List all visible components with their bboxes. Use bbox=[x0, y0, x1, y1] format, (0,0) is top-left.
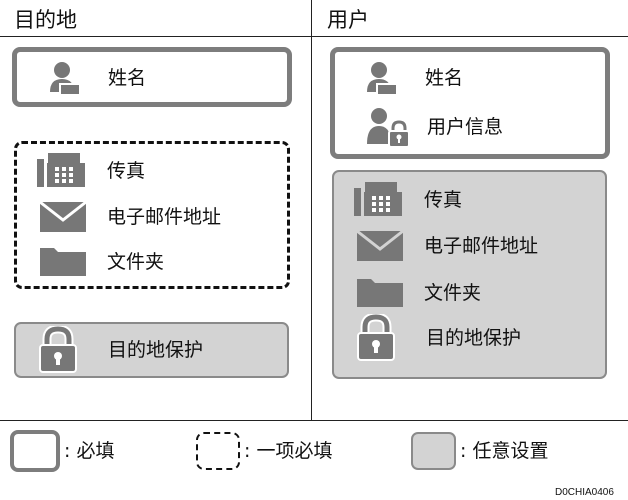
user-lock-icon bbox=[365, 106, 411, 148]
user-name-row: 姓名 bbox=[365, 60, 463, 96]
user-email-row: 电子邮件地址 bbox=[357, 229, 538, 263]
user-fax-label: 传真 bbox=[424, 189, 463, 211]
user-icon bbox=[48, 60, 82, 96]
header-rule bbox=[0, 36, 628, 37]
destination-name-label: 姓名 bbox=[108, 67, 147, 89]
padlock-icon bbox=[356, 314, 396, 362]
destination-fax-label: 传真 bbox=[107, 160, 146, 182]
folder-icon bbox=[357, 277, 405, 309]
legend-required-label: : 必填 bbox=[64, 440, 115, 462]
envelope-icon bbox=[357, 229, 405, 263]
user-icon bbox=[365, 60, 399, 96]
legend-rule bbox=[0, 420, 628, 421]
destination-email-row: 电子邮件地址 bbox=[40, 200, 221, 234]
user-folder-row: 文件夹 bbox=[357, 277, 481, 309]
user-info-row: 用户信息 bbox=[365, 106, 503, 148]
user-protection-row: 目的地保护 bbox=[356, 314, 521, 362]
destination-protection-label: 目的地保护 bbox=[108, 339, 204, 361]
user-protection-label: 目的地保护 bbox=[426, 327, 522, 349]
legend-required-swatch bbox=[10, 430, 60, 472]
legend-optional-swatch bbox=[411, 432, 456, 470]
destination-name-row: 姓名 bbox=[48, 60, 146, 96]
fax-icon bbox=[354, 182, 408, 218]
legend-one-required-swatch bbox=[196, 432, 240, 470]
user-fax-row: 传真 bbox=[354, 182, 462, 218]
column-divider bbox=[311, 0, 312, 420]
envelope-icon bbox=[40, 200, 88, 234]
destination-protection-row: 目的地保护 bbox=[38, 326, 203, 374]
destination-folder-row: 文件夹 bbox=[40, 246, 164, 278]
destination-fax-row: 传真 bbox=[37, 153, 145, 189]
figure-code: D0CHIA0406 bbox=[555, 487, 614, 498]
padlock-icon bbox=[38, 326, 78, 374]
folder-icon bbox=[40, 246, 88, 278]
user-name-label: 姓名 bbox=[425, 67, 464, 89]
legend-optional-label: : 任意设置 bbox=[460, 440, 549, 462]
fax-icon bbox=[37, 153, 91, 189]
destination-column-title: 目的地 bbox=[14, 8, 77, 32]
destination-folder-label: 文件夹 bbox=[107, 251, 165, 273]
destination-email-label: 电子邮件地址 bbox=[107, 206, 222, 228]
user-folder-label: 文件夹 bbox=[424, 282, 482, 304]
legend-one-required-label: : 一项必填 bbox=[244, 440, 333, 462]
user-column-title: 用户 bbox=[327, 8, 369, 32]
user-email-label: 电子邮件地址 bbox=[424, 235, 539, 257]
user-info-label: 用户信息 bbox=[427, 116, 504, 138]
